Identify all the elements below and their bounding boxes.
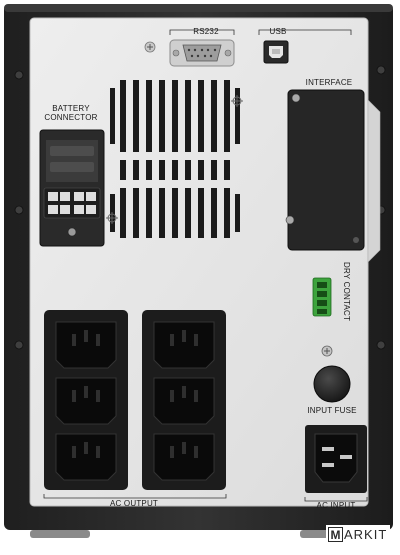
watermark-letter: M bbox=[330, 527, 341, 542]
input-fuse-knob bbox=[313, 365, 351, 403]
watermark-text: ARKIT bbox=[344, 527, 388, 542]
panel-screw-icon bbox=[144, 41, 156, 53]
ac-output-outlets bbox=[44, 310, 226, 490]
interface-label: INTERFACE bbox=[305, 78, 353, 87]
dry-contact-label: DRY CONTACT bbox=[342, 262, 351, 322]
interface-slot bbox=[285, 89, 365, 251]
dry-contact-terminal bbox=[312, 277, 332, 317]
vent-grille bbox=[110, 80, 240, 238]
crosshair-icon bbox=[106, 95, 243, 224]
outlet-icon bbox=[55, 321, 215, 481]
watermark-logo-box: M bbox=[328, 527, 343, 542]
ac-input-socket bbox=[305, 425, 367, 493]
usb-label: USB bbox=[269, 27, 287, 36]
ac-input-label: AC INPUT bbox=[316, 501, 356, 510]
battery-connector-label: BATTERY CONNECTOR bbox=[44, 104, 98, 122]
markit-watermark: M ARKIT bbox=[326, 525, 391, 544]
input-fuse-label: INPUT FUSE bbox=[307, 406, 357, 415]
rs232-label: RS232 bbox=[193, 27, 219, 36]
ac-output-label: AC OUTPUT bbox=[109, 499, 159, 508]
rs232-port bbox=[169, 39, 235, 67]
chassis-screw-icons bbox=[14, 65, 386, 350]
usb-port bbox=[263, 40, 289, 64]
battery-connector bbox=[39, 129, 105, 247]
ground-screw-icon bbox=[321, 345, 333, 357]
